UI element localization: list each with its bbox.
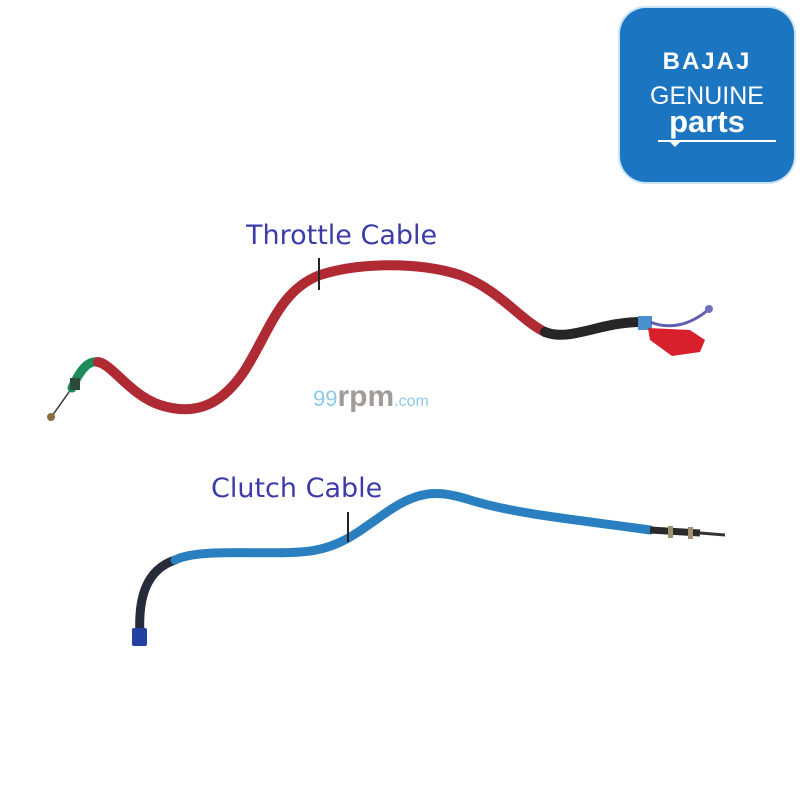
watermark-main: rpm bbox=[337, 380, 395, 413]
logo-arrow-icon bbox=[668, 140, 682, 147]
logo-genuine: GENUINE bbox=[650, 82, 764, 110]
logo-underline bbox=[658, 140, 776, 142]
logo-brand: BAJAJ bbox=[662, 48, 752, 75]
watermark-suffix: .com bbox=[394, 393, 429, 410]
clutch-leader-line bbox=[347, 512, 349, 542]
bajaj-genuine-parts-logo: BAJAJ GENUINE parts bbox=[620, 8, 794, 182]
logo-parts: parts bbox=[669, 104, 745, 139]
watermark: 99rpm.com bbox=[313, 380, 429, 414]
watermark-numeric: 99 bbox=[313, 386, 338, 411]
throttle-leader-line bbox=[318, 258, 320, 290]
clutch-cable bbox=[132, 488, 726, 646]
clutch-cable-label: Clutch Cable bbox=[211, 473, 383, 504]
throttle-cable-label: Throttle Cable bbox=[246, 220, 438, 251]
throttle-cable bbox=[47, 260, 713, 421]
